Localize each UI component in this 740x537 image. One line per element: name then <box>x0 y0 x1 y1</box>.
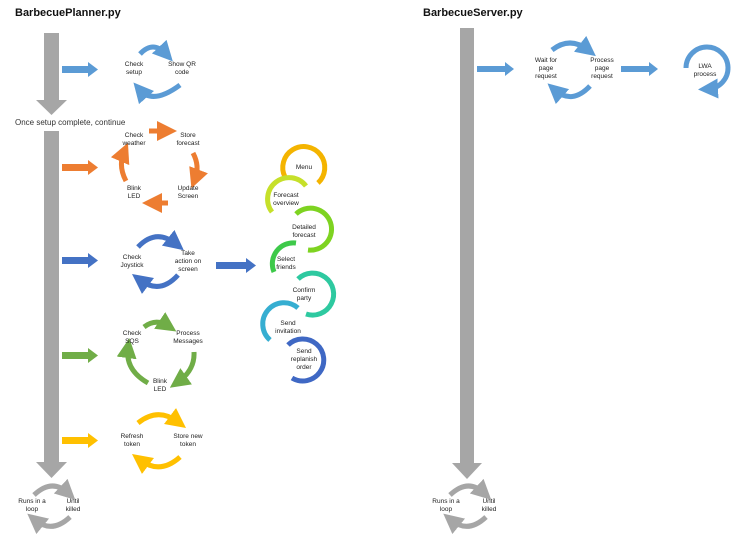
screen-select-friends: Select friends <box>276 256 296 271</box>
label-process-messages: Process Messages <box>173 330 203 345</box>
planner-loop-arrows <box>27 478 76 535</box>
label-server-until-killed: Until killed <box>481 498 497 513</box>
label-planner-runs-loop: Runs in a loop <box>18 498 46 513</box>
planner-title: BarbecuePlanner.py <box>15 7 121 19</box>
label-check-weather: Check weather <box>122 132 146 147</box>
label-check-joystick: Check Joystick <box>120 254 144 269</box>
screen-send-replanish-order: Send replanish order <box>290 348 318 371</box>
label-process-page-request: Process page request <box>590 57 614 80</box>
label-server-runs-loop: Runs in a loop <box>432 498 460 513</box>
label-update-screen: Update Screen <box>177 185 199 200</box>
arrow-joystick-to-screens <box>216 258 256 273</box>
screen-send-invitation: Send invitation <box>275 320 301 335</box>
label-blink-led-2: Blink LED <box>152 378 168 393</box>
server-flow-bar <box>452 28 482 479</box>
screen-menu: Menu <box>295 164 313 171</box>
branch-arrow-sqs <box>62 348 98 363</box>
sqs-cycle-arrows <box>116 312 197 388</box>
joystick-cycle-arrows <box>131 229 184 294</box>
branch-arrow-token <box>62 433 98 448</box>
server-to-lwa-arrow <box>621 62 658 76</box>
label-planner-until-killed: Until killed <box>65 498 81 513</box>
label-take-action: Take action on screen <box>174 250 202 273</box>
branch-arrow-joystick <box>62 253 98 268</box>
planner-note: Once setup complete, continue <box>15 118 126 127</box>
label-refresh-token: Refresh token <box>120 433 144 448</box>
setup-cycle-arrows <box>133 39 182 105</box>
branch-arrow-setup <box>62 62 98 77</box>
screen-confirm-party: Confirm party <box>292 287 316 302</box>
label-lwa-process: LWA process <box>693 63 717 78</box>
label-store-token: Store new token <box>173 433 203 448</box>
branch-arrow-weather <box>62 160 98 175</box>
screen-forecast-overview: Forecast overview <box>273 192 299 207</box>
label-wait-page-request: Wait for page request <box>534 57 558 80</box>
lwa-circle-arrow <box>683 44 731 99</box>
label-check-sqs: Check SQS <box>122 330 142 345</box>
label-check-setup: Check setup <box>124 61 144 76</box>
planner-flow-bar-top <box>36 33 67 115</box>
server-cycle-arrows <box>547 35 596 105</box>
server-title: BarbecueServer.py <box>423 7 523 19</box>
weather-cycle-arrows <box>110 121 208 213</box>
token-cycle-arrows <box>131 408 187 474</box>
screen-flow-circles <box>260 144 337 384</box>
server-loop-arrows <box>443 478 492 535</box>
label-store-forecast: Store forecast <box>176 132 200 147</box>
server-branch-arrow <box>477 62 514 76</box>
label-show-qr: Show QR code <box>168 61 196 76</box>
planner-flow-bar-main <box>36 131 67 478</box>
screen-detailed-forecast: Detailed forecast <box>292 224 316 239</box>
label-blink-led-1: Blink LED <box>126 185 142 200</box>
